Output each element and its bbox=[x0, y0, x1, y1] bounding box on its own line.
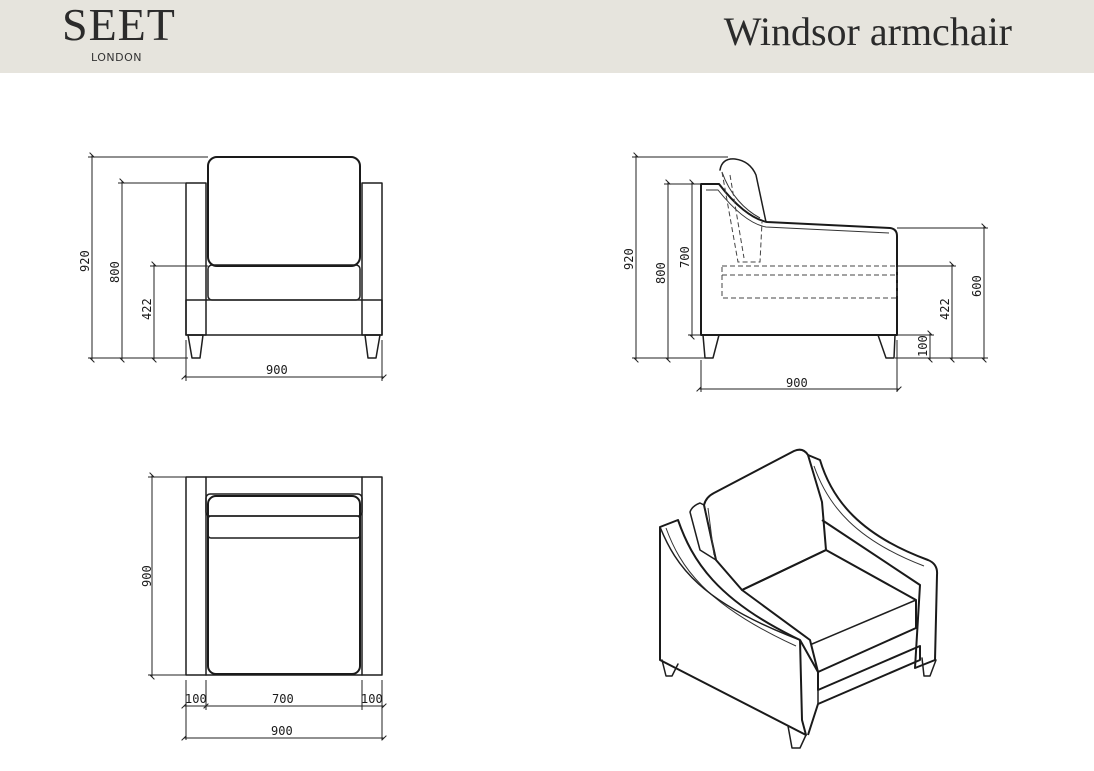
front-base bbox=[185, 299, 383, 336]
top-outline bbox=[185, 476, 383, 676]
isometric-view bbox=[659, 448, 939, 749]
top-dim-100-left-label: 100 bbox=[185, 692, 207, 706]
front-right-arm bbox=[361, 182, 383, 336]
front-dim-422-label: 422 bbox=[140, 298, 154, 320]
side-dim-422-label: 422 bbox=[938, 298, 952, 320]
iso-leg-left bbox=[661, 659, 679, 677]
side-dim-100-label: 100 bbox=[916, 335, 930, 357]
side-view: 920 800 700 600 422 bbox=[622, 152, 988, 392]
top-dim-100-right-label: 100 bbox=[361, 692, 383, 706]
product-title: Windsor armchair bbox=[723, 9, 1012, 54]
iso-front-base bbox=[799, 639, 921, 736]
front-back-cushion bbox=[207, 156, 361, 267]
side-back-leg bbox=[877, 334, 896, 359]
header-bar: SEET LONDON Windsor armchair bbox=[0, 0, 1094, 73]
side-back-cushion bbox=[719, 158, 767, 223]
front-dim-total-height: 920 bbox=[78, 152, 208, 363]
iso-leg-front bbox=[787, 725, 807, 749]
top-dim-900-vert-label: 900 bbox=[140, 565, 154, 587]
side-dim-seat-height: 422 bbox=[897, 261, 956, 363]
front-dim-800-label: 800 bbox=[108, 261, 122, 283]
side-dim-depth: 900 bbox=[696, 340, 902, 392]
front-dim-920-label: 920 bbox=[78, 250, 92, 272]
side-hidden-seat bbox=[721, 265, 898, 299]
iso-back-cushion bbox=[703, 448, 827, 591]
front-right-leg bbox=[364, 334, 381, 359]
side-dim-920-label: 920 bbox=[622, 248, 636, 270]
top-seat bbox=[207, 495, 361, 675]
side-dim-700-label: 700 bbox=[678, 246, 692, 268]
top-dim-700-label: 700 bbox=[272, 692, 294, 706]
front-left-arm bbox=[185, 182, 207, 336]
front-left-leg bbox=[187, 334, 204, 359]
top-dim-width: 900 bbox=[181, 724, 387, 741]
brand-logo: SEET LONDON bbox=[62, 0, 182, 65]
front-view: 920 800 422 900 bbox=[78, 152, 387, 381]
front-dim-seat-height: 422 bbox=[140, 261, 208, 363]
top-view: 900 100 700 100 900 bbox=[140, 472, 387, 741]
brand-name: SEET bbox=[62, 0, 176, 50]
iso-right-arm bbox=[807, 454, 939, 669]
front-seat-cushion bbox=[207, 264, 361, 301]
side-body bbox=[700, 183, 898, 336]
side-dim-800-label: 800 bbox=[654, 262, 668, 284]
top-dim-segments: 100 700 100 bbox=[181, 680, 387, 740]
top-dim-900-label: 900 bbox=[271, 724, 293, 738]
side-dim-900-label: 900 bbox=[786, 376, 808, 390]
side-dim-arm-height: 800 bbox=[654, 179, 701, 363]
top-back bbox=[205, 493, 363, 517]
brand-city: LONDON bbox=[91, 51, 142, 64]
front-dim-900-label: 900 bbox=[266, 363, 288, 377]
front-dim-arm-height: 800 bbox=[108, 178, 186, 363]
side-dim-inner-height: 700 bbox=[678, 179, 701, 340]
front-dim-width: 900 bbox=[181, 340, 387, 381]
iso-left-arm bbox=[659, 519, 807, 736]
iso-seat-cushion bbox=[741, 549, 917, 673]
side-front-leg bbox=[702, 334, 720, 359]
side-dim-total-height: 920 bbox=[622, 152, 728, 363]
iso-leg-right bbox=[921, 657, 937, 677]
top-dim-depth: 900 bbox=[140, 472, 186, 680]
side-dim-seat-depth: 600 bbox=[895, 223, 988, 363]
side-dim-600-label: 600 bbox=[970, 275, 984, 297]
side-dim-leg-height: 100 bbox=[897, 330, 934, 363]
